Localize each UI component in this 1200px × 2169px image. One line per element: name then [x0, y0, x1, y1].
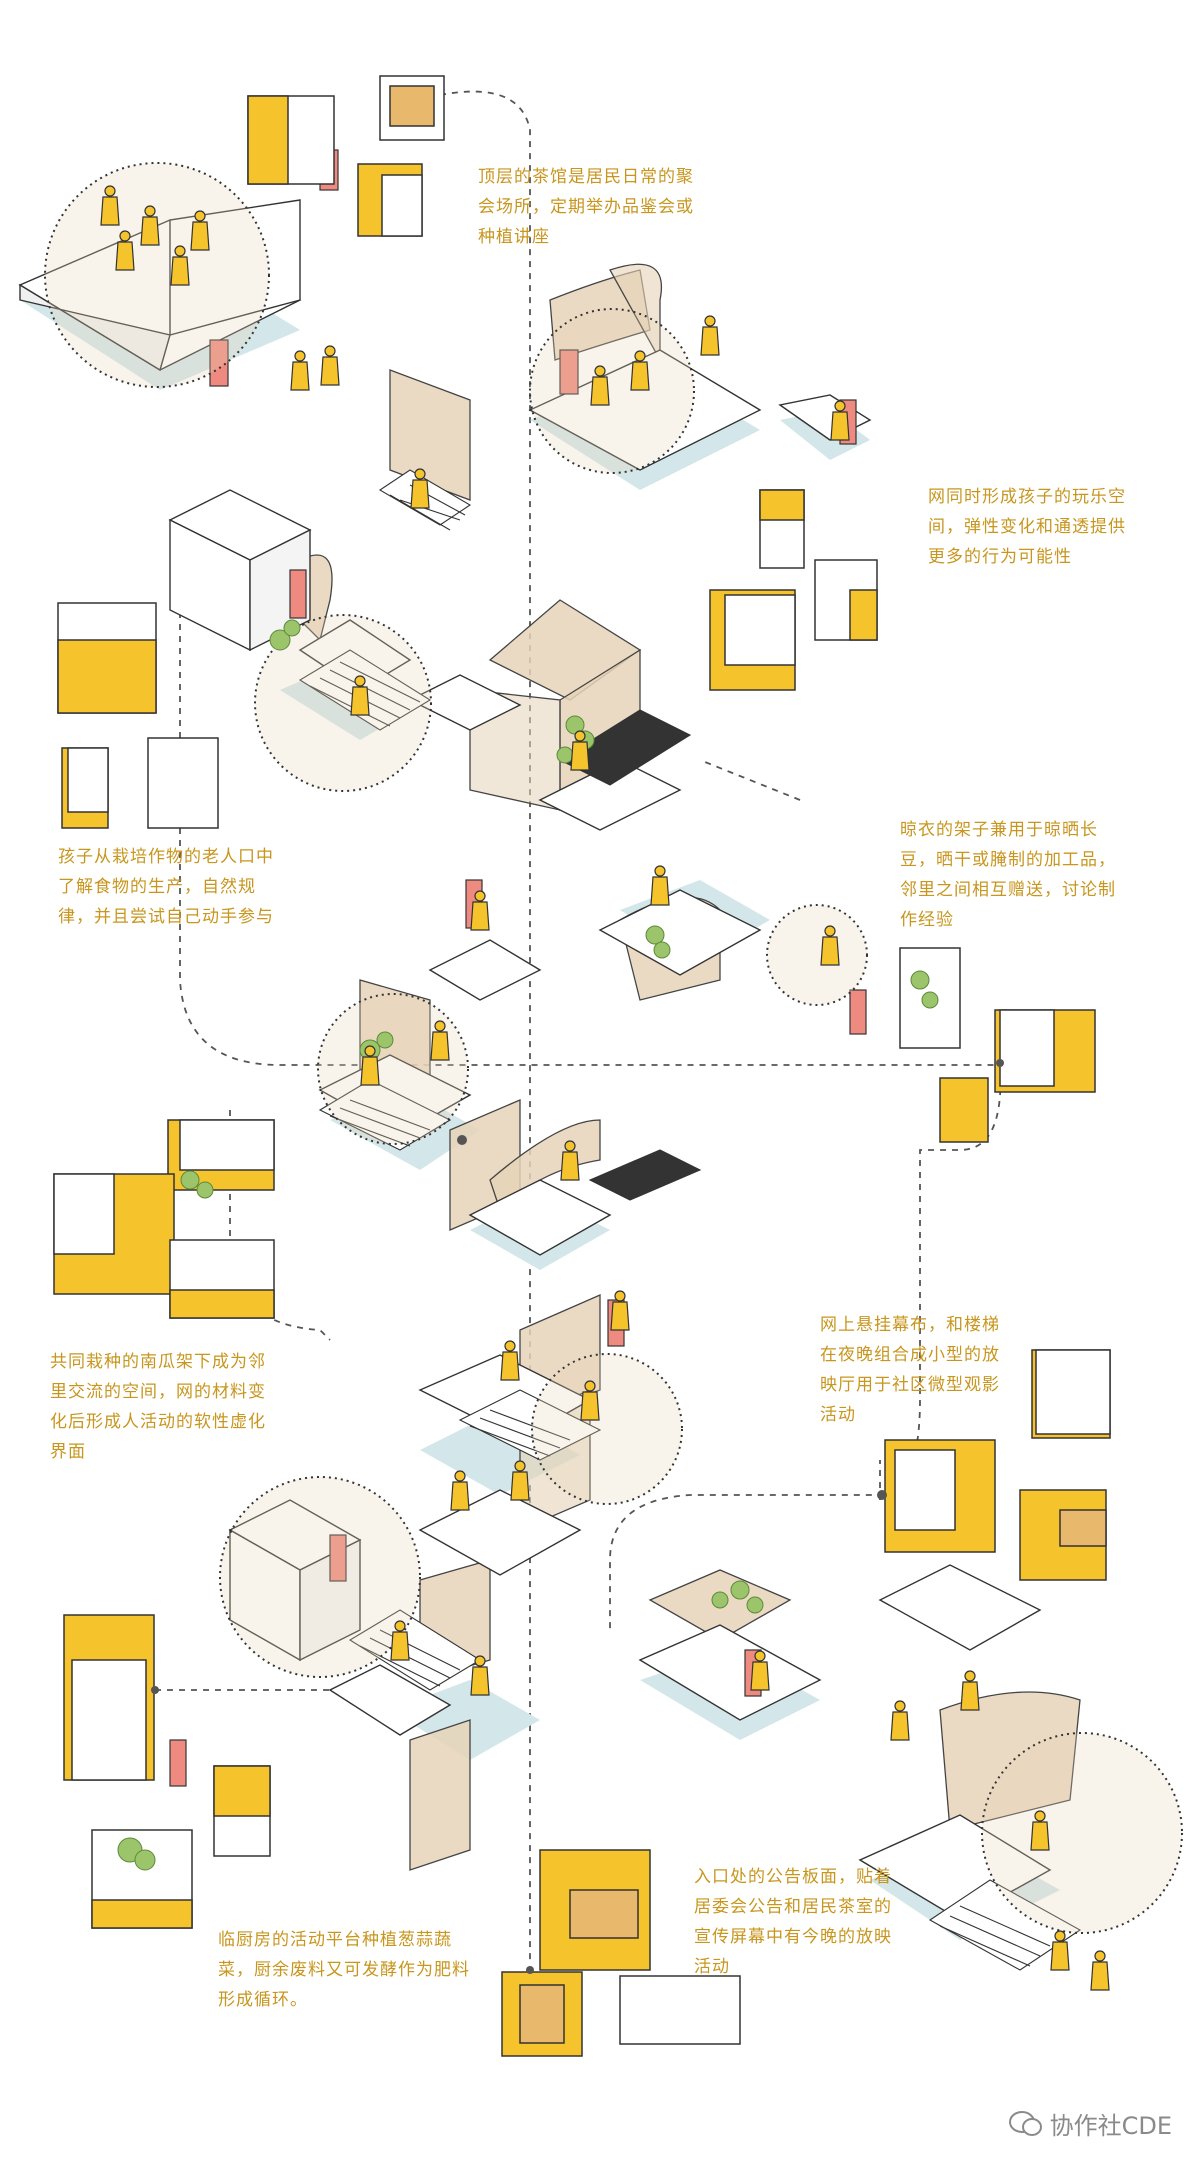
floor-shadows	[20, 250, 1060, 1940]
watermark-text: 协作社CDE	[1049, 2112, 1172, 2140]
caption-cinema: 网上悬挂幕布，和楼梯在夜晚组合成小型的放映厅用于社区微型观影活动	[820, 1315, 1000, 1425]
chat-bubble-icon	[1008, 2110, 1042, 2136]
caption-net-play: 网同时形成孩子的玩乐空间，弹性变化和通透提供更多的行为可能性	[928, 487, 1126, 567]
vignette-cards	[53, 75, 1111, 2057]
caption-tea-house: 顶层的茶馆是居民日常的聚会场所，定期举办品鉴会或种植讲座	[478, 167, 694, 247]
watermark: 协作社CDE	[1008, 2106, 1172, 2141]
caption-drying-rack: 晾衣的架子兼用于晾晒长豆，晒干或腌制的加工品，邻里之间相互赠送，讨论制作经验	[900, 820, 1116, 930]
caption-kitchen-platform: 临厨房的活动平台种植葱蒜蔬菜，厨余废料又可发酵作为肥料形成循环。	[218, 1930, 470, 2010]
connector-dots	[151, 1059, 1004, 1974]
floor-platforms	[18, 219, 1052, 1921]
caption-children-planting: 孩子从栽培作物的老人口中了解食物的生产，自然规律，并且尝试自己动手参与	[58, 847, 274, 927]
plants	[117, 619, 939, 1871]
caption-pumpkin-trellis: 共同栽种的南瓜架下成为邻里交流的空间，网的材料变化后形成人活动的软性虚化界面	[50, 1352, 266, 1462]
caption-notice-board: 入口处的公告板面，贴着居委会公告和居民茶室的宣传屏幕中有今晚的放映活动	[694, 1867, 892, 1977]
